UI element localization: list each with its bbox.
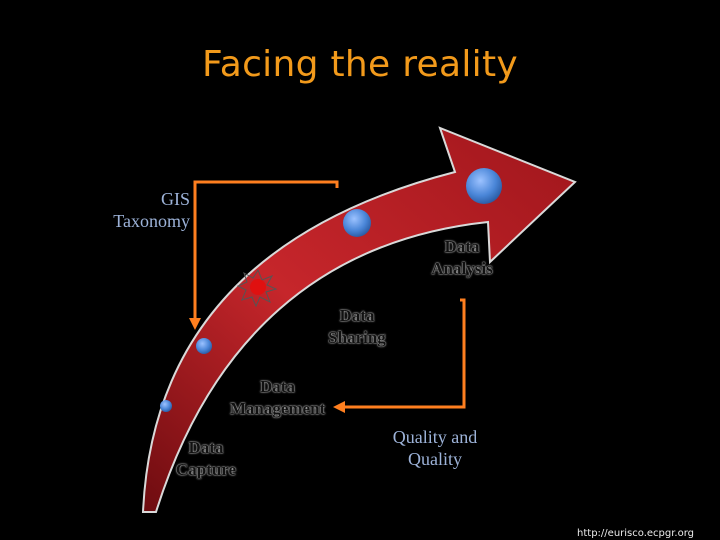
label-gis-taxonomy-line1: GIS — [160, 189, 190, 209]
source-url: http://eurisco.ecpgr.org — [577, 528, 694, 539]
label-data-management-line2: Management — [229, 399, 326, 418]
quality-connector-arrowhead — [333, 401, 345, 413]
label-quality-line2: Quality — [408, 449, 462, 469]
label-data-capture: Data Capture — [166, 437, 246, 481]
taxonomy-connector-arrowhead — [189, 318, 201, 330]
label-data-analysis-line1: Data — [444, 237, 480, 256]
label-data-management: Data Management — [220, 376, 335, 420]
label-data-analysis: Data Analysis — [420, 236, 504, 280]
node-capture — [160, 400, 172, 412]
label-data-sharing-line1: Data — [339, 306, 375, 325]
node-management — [196, 338, 212, 354]
slide-title: Facing the reality — [202, 44, 518, 85]
label-gis-taxonomy-line2: Taxonomy — [113, 211, 190, 231]
label-quality: Quality and Quality — [378, 426, 492, 470]
quality-connector — [343, 298, 466, 409]
label-data-sharing-line2: Sharing — [328, 328, 386, 347]
label-data-management-line1: Data — [260, 377, 295, 396]
label-data-sharing: Data Sharing — [315, 305, 399, 349]
label-data-capture-line2: Capture — [175, 460, 237, 479]
label-quality-line1: Quality and — [392, 427, 478, 447]
taxonomy-connector — [193, 180, 339, 320]
curved-arrow — [141, 126, 577, 513]
label-gis-taxonomy: GIS Taxonomy — [90, 188, 190, 232]
label-data-capture-line1: Data — [188, 438, 224, 457]
label-data-analysis-line2: Analysis — [431, 259, 493, 278]
sharing-highlight-node — [236, 268, 278, 308]
node-analysis — [343, 209, 371, 237]
node-end — [466, 168, 502, 204]
